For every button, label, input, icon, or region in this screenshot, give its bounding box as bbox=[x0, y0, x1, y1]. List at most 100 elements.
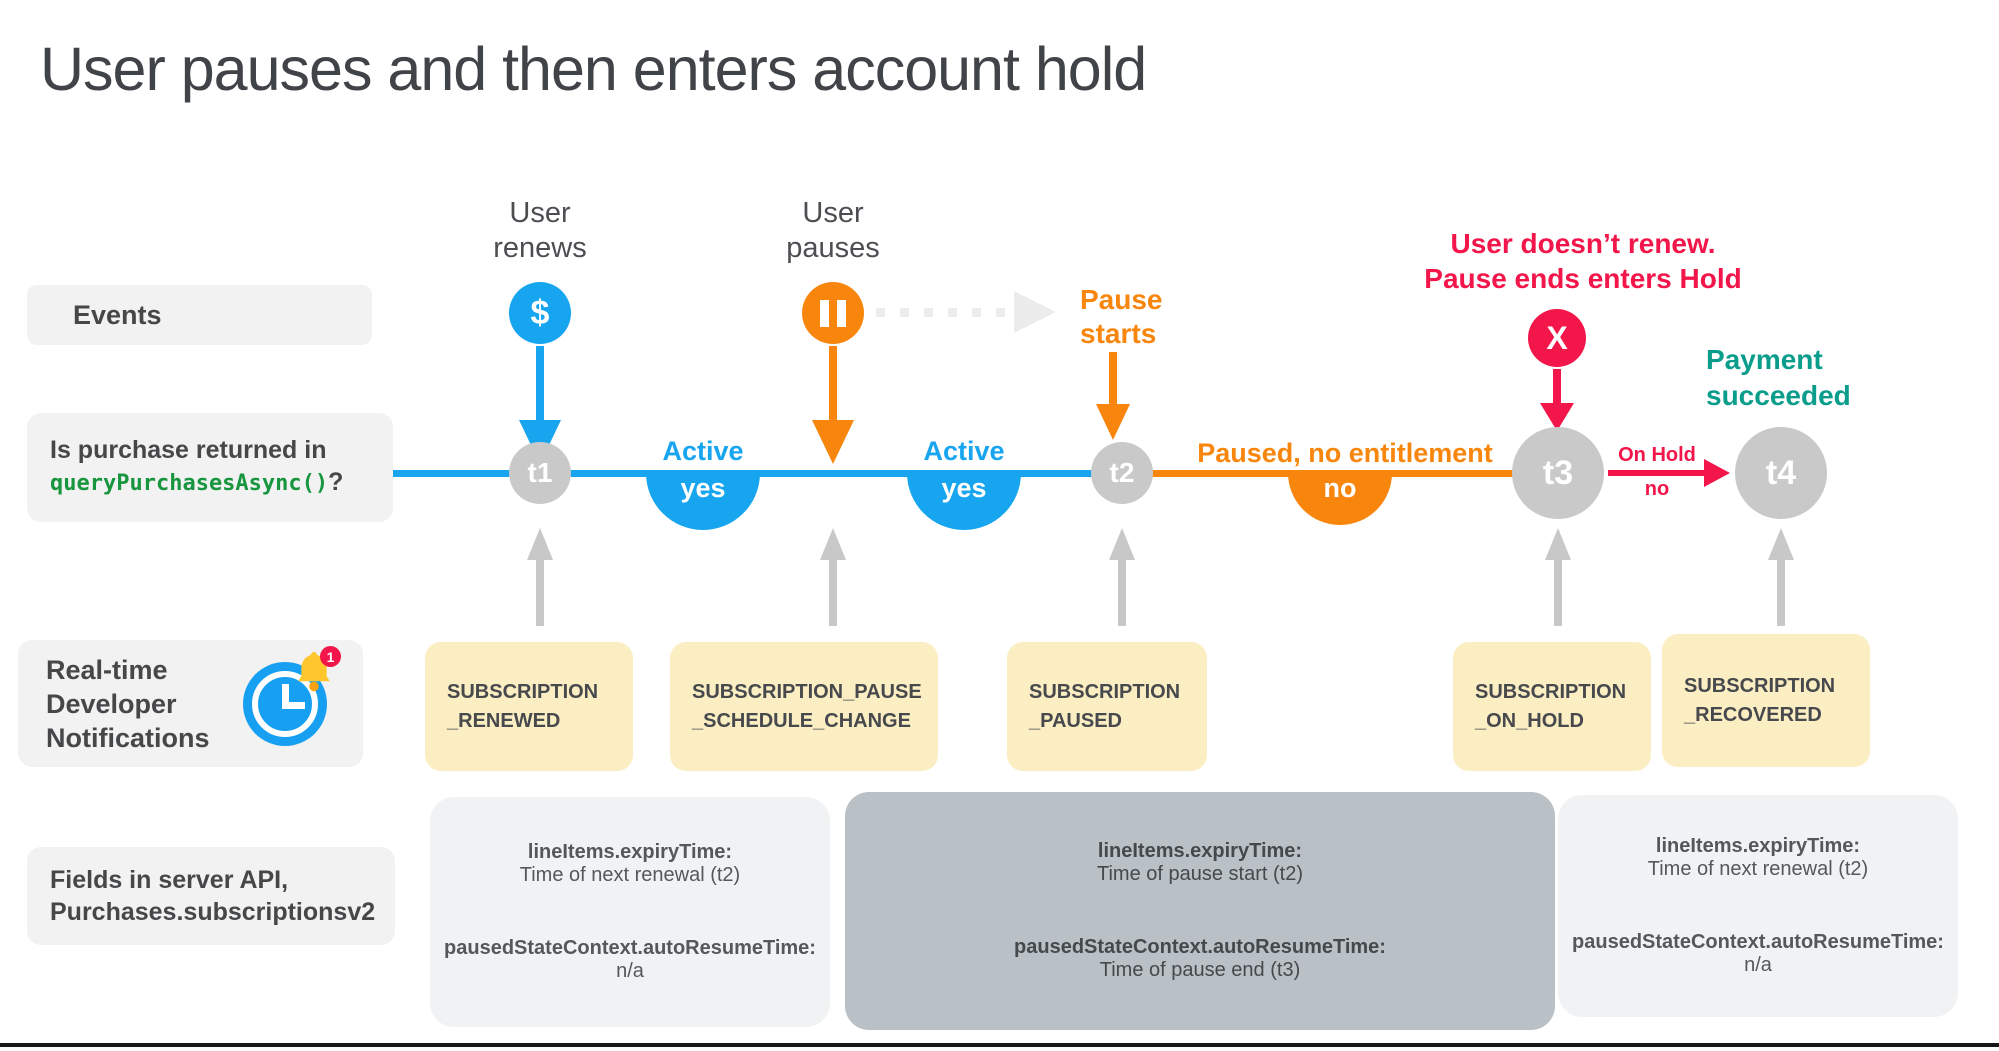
rtdn-up-arrow-head bbox=[1545, 528, 1571, 560]
x-icon: X bbox=[1528, 309, 1586, 367]
rtdn-box-line2: _RENEWED bbox=[447, 709, 561, 732]
pause-arrow-head bbox=[812, 420, 854, 464]
field-value: Time of next renewal (t2) bbox=[519, 864, 741, 886]
fields-row-label: Fields in server API, Purchases.subscrip… bbox=[27, 847, 395, 945]
rtdn-box-line2: _PAUSED bbox=[1029, 709, 1122, 732]
segment-onhold-badge: no bbox=[1644, 478, 1670, 500]
dotted-arrow-dot bbox=[972, 308, 981, 317]
pause-bar-left bbox=[820, 300, 829, 327]
t3-label: t3 bbox=[1542, 453, 1574, 492]
payment-line1: Payment bbox=[1706, 344, 1823, 375]
dotted-arrow-dot bbox=[876, 308, 885, 317]
clock-notification-icon: 1 bbox=[243, 646, 341, 746]
events-row-label: Events bbox=[27, 285, 372, 345]
field-group: pausedStateContext.autoResumeTime: n/a bbox=[430, 937, 830, 983]
user-renews-line1: User bbox=[509, 197, 571, 229]
rtdn-up-arrow-head bbox=[1768, 528, 1794, 560]
user-renews-label: User renews bbox=[440, 196, 640, 266]
dotted-arrow-dot bbox=[948, 308, 957, 317]
rtdn-up-arrow-shaft bbox=[1554, 558, 1562, 626]
no-badge: no bbox=[1323, 473, 1357, 503]
rtdn-label-line1: Real-time bbox=[46, 654, 168, 685]
segment-active1-badge: yes bbox=[646, 473, 760, 530]
rtdn-box-line1: SUBSCRIPTION bbox=[447, 680, 599, 703]
rtdn-up-arrow-shaft bbox=[829, 558, 837, 626]
rtdn-box-subscription-pause-schedule-change: SUBSCRIPTION_PAUSE _SCHEDULE_CHANGE bbox=[670, 642, 938, 771]
field-value: Time of next renewal (t2) bbox=[1647, 858, 1869, 880]
clock-hand-minute bbox=[282, 684, 289, 709]
clock-ring bbox=[252, 671, 318, 737]
dotted-arrow-dot bbox=[900, 308, 909, 317]
segment-paused-badge: no bbox=[1288, 473, 1392, 525]
bell-icon: 1 bbox=[291, 646, 341, 696]
on-hold-arrow-shaft bbox=[1608, 470, 1708, 476]
hold-arrow-shaft bbox=[1553, 369, 1561, 407]
page-title: User pauses and then enters account hold bbox=[40, 35, 1147, 103]
rtdn-up-arrow-shaft bbox=[1118, 558, 1126, 626]
x-glyph: X bbox=[1546, 319, 1568, 356]
pause-starts-label: Pause starts bbox=[1080, 283, 1163, 351]
rtdn-label-line3: Notifications bbox=[46, 722, 210, 753]
rtdn-box-subscription-recovered: SUBSCRIPTION _RECOVERED bbox=[1662, 634, 1870, 767]
field-name: lineItems.expiryTime: bbox=[527, 841, 733, 863]
hold-line1: User doesn’t renew. bbox=[1450, 228, 1716, 259]
renew-arrow-shaft bbox=[536, 346, 544, 424]
on-hold-arrow-head bbox=[1704, 459, 1730, 487]
pause-starts-arrow-head bbox=[1096, 404, 1130, 440]
field-group: lineItems.expiryTime: Time of next renew… bbox=[1558, 835, 1958, 881]
rtdn-up-arrow-head bbox=[820, 528, 846, 560]
purchase-question-line2: queryPurchasesAsync()? bbox=[50, 466, 393, 502]
field-group: pausedStateContext.autoResumeTime: n/a bbox=[1558, 931, 1958, 977]
fields-box-renewed: lineItems.expiryTime: Time of next renew… bbox=[430, 797, 830, 1027]
field-group: lineItems.expiryTime: Time of next renew… bbox=[430, 841, 830, 887]
user-renews-line2: renews bbox=[493, 232, 587, 264]
segment-active2-title: Active bbox=[923, 436, 1005, 466]
pause-starts-arrow-shaft bbox=[1109, 352, 1117, 406]
question-mark: ? bbox=[328, 467, 344, 496]
hold-arrow-head bbox=[1540, 403, 1574, 431]
purchase-question-line1: Is purchase returned in bbox=[50, 435, 327, 464]
yes-badge: yes bbox=[680, 473, 726, 503]
query-purchases-code: queryPurchasesAsync() bbox=[50, 470, 329, 496]
pause-bar-right bbox=[837, 300, 846, 327]
rtdn-box-subscription-renewed: SUBSCRIPTION _RENEWED bbox=[425, 642, 633, 771]
hold-label: User doesn’t renew. Pause ends enters Ho… bbox=[1408, 226, 1758, 296]
segment-onhold-title: On Hold bbox=[1618, 444, 1696, 466]
field-value: Time of pause start (t2) bbox=[1097, 863, 1303, 885]
purchase-question-row-label: Is purchase returned in queryPurchasesAs… bbox=[27, 413, 393, 522]
clock-hand-hour bbox=[282, 702, 305, 709]
pause-starts-line2: starts bbox=[1080, 318, 1157, 349]
rtdn-box-line2: _RECOVERED bbox=[1684, 703, 1822, 726]
rtdn-box-line2: _ON_HOLD bbox=[1475, 709, 1584, 732]
t4-label: t4 bbox=[1765, 453, 1797, 492]
payment-succeeded-label: Payment succeeded bbox=[1706, 342, 1851, 414]
dotted-arrow-dot bbox=[996, 308, 1005, 317]
rtdn-up-arrow-shaft bbox=[536, 558, 544, 626]
bottom-divider bbox=[0, 1043, 1999, 1047]
field-value: Time of pause end (t3) bbox=[1099, 959, 1301, 981]
field-name: lineItems.expiryTime: bbox=[1097, 840, 1303, 862]
rtdn-box-line1: SUBSCRIPTION bbox=[1029, 680, 1181, 703]
rtdn-box-line1: SUBSCRIPTION bbox=[1475, 680, 1627, 703]
events-label: Events bbox=[73, 299, 162, 330]
rtdn-up-arrow-head bbox=[527, 528, 553, 560]
notification-count-badge: 1 bbox=[320, 646, 341, 667]
rtdn-box-line1: SUBSCRIPTION bbox=[1684, 674, 1836, 697]
field-name: pausedStateContext.autoResumeTime: bbox=[1572, 931, 1944, 953]
pause-icon bbox=[802, 282, 864, 344]
user-pauses-line2: pauses bbox=[786, 232, 880, 264]
pause-starts-line1: Pause bbox=[1080, 284, 1163, 315]
payment-line2: succeeded bbox=[1706, 380, 1851, 411]
field-value: n/a bbox=[1744, 954, 1772, 976]
timeline-node-t4: t4 bbox=[1735, 427, 1827, 519]
field-value: n/a bbox=[616, 960, 644, 982]
rtdn-box-line2: _SCHEDULE_CHANGE bbox=[692, 709, 911, 732]
field-group: lineItems.expiryTime: Time of pause star… bbox=[845, 840, 1555, 886]
rtdn-up-arrow-head bbox=[1109, 528, 1135, 560]
rtdn-up-arrow-shaft bbox=[1777, 558, 1785, 626]
timeline-node-t2: t2 bbox=[1091, 442, 1153, 504]
segment-active2-badge: yes bbox=[907, 473, 1021, 530]
field-name: pausedStateContext.autoResumeTime: bbox=[1014, 936, 1386, 958]
dotted-arrow-head bbox=[1014, 291, 1056, 333]
rtdn-box-subscription-paused: SUBSCRIPTION _PAUSED bbox=[1007, 642, 1207, 771]
